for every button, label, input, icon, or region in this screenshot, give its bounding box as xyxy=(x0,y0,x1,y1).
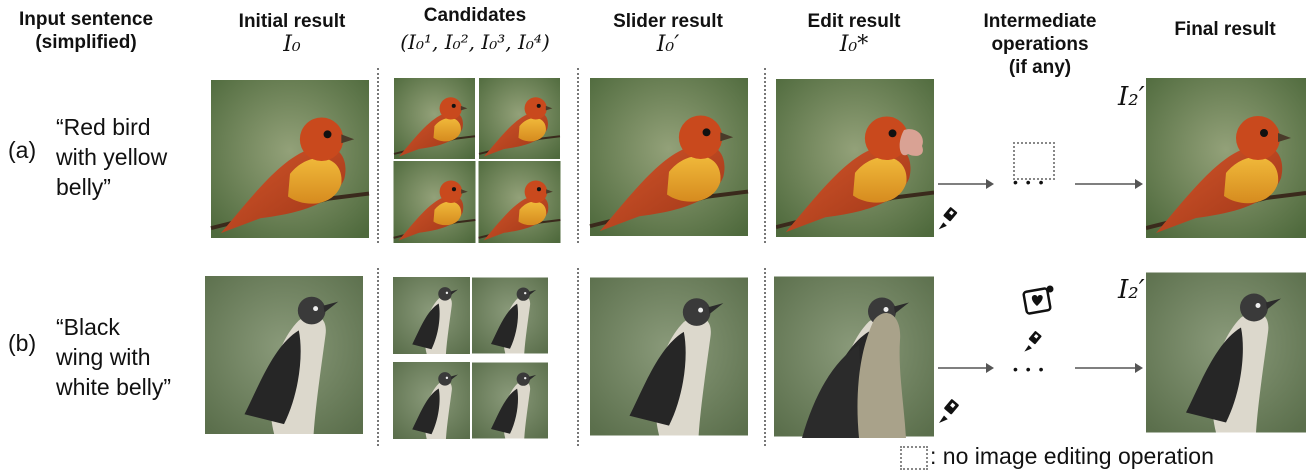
legend-text: : no image editing operation xyxy=(930,443,1214,469)
row-a-edit-image xyxy=(776,78,934,238)
separator-1 xyxy=(377,68,379,243)
row-a-arrow-2 xyxy=(1075,179,1143,189)
header-initial: Initial result I₀ xyxy=(212,10,372,56)
header-edit-title: Edit result xyxy=(807,11,901,32)
row-b-intermediate-dots: • • • xyxy=(1013,361,1046,377)
row-a-candidates-grid xyxy=(393,78,561,243)
row-b-intermediate-brush-icon xyxy=(1020,330,1046,356)
row-b-sentence: “Black wing with white belly” xyxy=(56,314,172,400)
header-input: Input sentence (simplified) xyxy=(18,9,154,53)
row-a-candidate-4 xyxy=(478,161,561,243)
row-b-tag: (b) xyxy=(8,330,37,356)
header-slider-symbol: I₀′ xyxy=(656,32,680,57)
header-initial-symbol: I₀ xyxy=(283,32,301,57)
header-final: Final result xyxy=(1174,19,1276,40)
row-b-candidate-4 xyxy=(472,359,548,442)
separator-3 xyxy=(764,68,766,243)
row-a-no-op-box-icon xyxy=(1013,142,1055,180)
row-b-candidate-2 xyxy=(472,274,548,357)
header-candidates-symbol: (I₀¹, I₀², I₀³, I₀⁴) xyxy=(400,30,550,54)
separator-4 xyxy=(377,268,379,446)
header-candidates-title: Candidates xyxy=(423,5,527,26)
header-intermediate: Intermediate operations (if any) xyxy=(983,11,1097,78)
header-slider: Slider result I₀′ xyxy=(588,10,748,56)
row-b-arrow-2 xyxy=(1075,363,1143,373)
row-b-slider-image xyxy=(590,275,748,438)
row-b-candidates-grid xyxy=(393,274,548,442)
legend-no-op-box-icon xyxy=(900,446,928,470)
row-a-final-symbol: I₂′ xyxy=(1118,82,1145,112)
row-a-candidate-2 xyxy=(478,78,561,159)
row-a-final-image xyxy=(1146,78,1306,238)
separator-6 xyxy=(764,268,766,446)
row-b-initial-image xyxy=(205,276,363,434)
header-candidates: Candidates (I₀¹, I₀², I₀³, I₀⁴) xyxy=(380,4,570,54)
row-a-intermediate-dots: • • • xyxy=(1013,174,1046,190)
row-b-final-image xyxy=(1146,271,1306,434)
row-b-edit-image xyxy=(774,275,934,438)
row-b-brush-icon xyxy=(934,398,964,428)
row-b-arrow-1 xyxy=(938,363,994,373)
header-edit: Edit result I₀* xyxy=(774,10,934,56)
header-edit-symbol: I₀* xyxy=(839,32,869,57)
row-b-final-symbol: I₂′ xyxy=(1118,275,1145,305)
row-b-candidate-3 xyxy=(393,359,470,442)
row-a-tag: (a) xyxy=(8,137,37,163)
row-a-slider-image xyxy=(589,78,749,236)
row-a-initial-image xyxy=(210,80,370,238)
header-slider-title: Slider result xyxy=(613,11,723,32)
row-b-sticker-icon xyxy=(1022,285,1054,315)
row-a-candidate-1 xyxy=(393,78,476,159)
header-initial-title: Initial result xyxy=(238,11,346,32)
row-b-candidate-1 xyxy=(393,274,470,357)
row-a-arrow-1 xyxy=(938,179,994,189)
row-a-sentence: “Red bird with yellow belly” xyxy=(56,114,168,200)
separator-2 xyxy=(577,68,579,243)
row-a-candidate-3 xyxy=(393,161,476,243)
separator-5 xyxy=(577,268,579,446)
row-a-brush-icon xyxy=(934,206,962,234)
